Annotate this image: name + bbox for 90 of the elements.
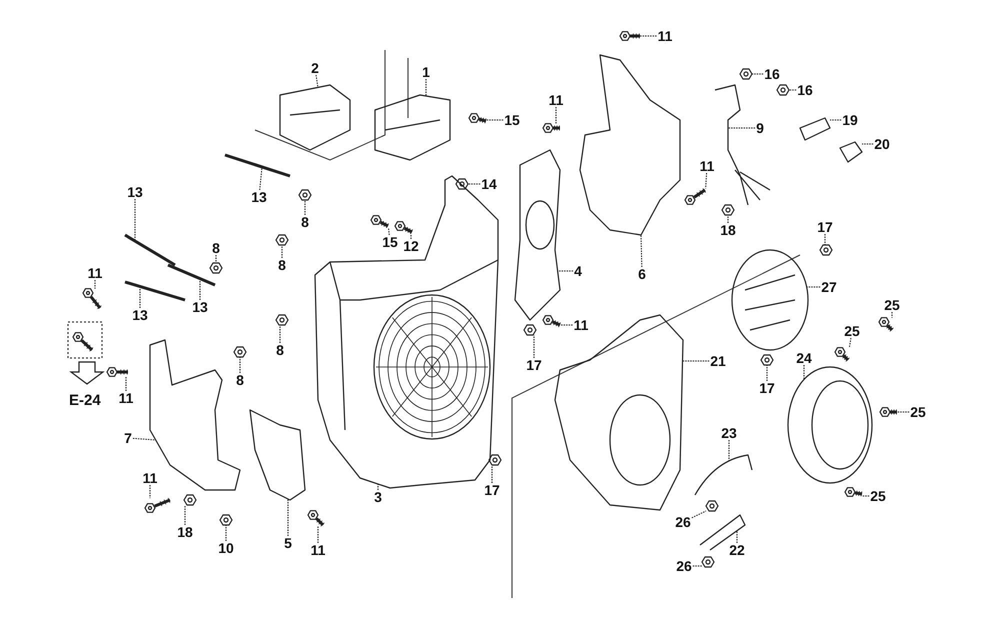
- callout-number: 8: [235, 373, 245, 387]
- bracket-drawing: [249, 409, 306, 501]
- bolt-drawing: [834, 347, 850, 362]
- callout-number: 7: [123, 431, 133, 445]
- callout-number: 8: [275, 343, 285, 357]
- callout-number: 15: [381, 235, 399, 249]
- callout-number: 18: [176, 525, 194, 539]
- leader-line: [410, 233, 412, 240]
- leader-line: [132, 438, 156, 440]
- nut-drawing: [739, 68, 753, 80]
- callout-number: 11: [86, 266, 104, 280]
- nut-drawing: [233, 346, 247, 358]
- nut-drawing: [209, 262, 223, 274]
- bolt-drawing: [468, 113, 486, 124]
- callout-number: 16: [763, 67, 781, 81]
- nut-drawing: [275, 314, 289, 326]
- callout-number: 13: [191, 300, 209, 314]
- callout-number: 9: [755, 121, 765, 135]
- leader-line: [388, 227, 390, 236]
- stud-bolt-drawing: [224, 154, 290, 178]
- bolt-drawing: [684, 188, 706, 205]
- engine-cover-drawing: [579, 54, 681, 236]
- callout-number: 13: [250, 190, 268, 204]
- callout-number: 15: [503, 113, 521, 127]
- bolt-drawing: [82, 288, 102, 310]
- leader-line: [304, 200, 306, 216]
- nut-drawing: [839, 141, 863, 163]
- callout-number: 14: [480, 177, 498, 191]
- callout-number: 11: [548, 93, 564, 107]
- callout-number: 5: [283, 536, 293, 550]
- leader-line: [848, 338, 852, 348]
- callout-number: 11: [656, 29, 674, 43]
- stud-bolt-drawing: [124, 234, 176, 266]
- callout-number: 25: [909, 405, 927, 419]
- cover-plate-drawing: [374, 94, 451, 161]
- callout-number: 3: [373, 490, 383, 504]
- callout-number: 18: [719, 223, 737, 237]
- recoil-ring-drawing: [787, 366, 873, 484]
- clip-drawing: [799, 117, 831, 141]
- bolt-drawing: [542, 123, 560, 133]
- callout-number: 8: [277, 258, 287, 272]
- nut-drawing: [275, 234, 289, 246]
- callout-number: 12: [402, 239, 420, 253]
- nut-drawing: [219, 514, 233, 526]
- leader-line: [134, 198, 136, 242]
- callout-number: 25: [869, 489, 887, 503]
- leader-line: [184, 504, 186, 526]
- nut-drawing: [819, 244, 833, 256]
- leader-line: [705, 172, 708, 189]
- bolt-drawing: [370, 215, 389, 228]
- callout-number: 13: [126, 185, 144, 199]
- nut-drawing: [776, 84, 790, 96]
- bolt-drawing: [106, 367, 128, 377]
- callout-number: 13: [131, 308, 149, 322]
- reference-label: E-24: [69, 392, 101, 409]
- callout-number: 20: [873, 137, 891, 151]
- bolt-drawing: [394, 221, 413, 234]
- callout-number: 25: [883, 298, 901, 312]
- nut-drawing: [183, 494, 197, 506]
- leader-line: [94, 280, 96, 290]
- callout-number: 11: [142, 471, 158, 485]
- nut-drawing: [721, 204, 735, 216]
- stud-bolt-drawing: [167, 264, 216, 286]
- callout-number: 16: [796, 83, 814, 97]
- callout-number: 11: [310, 543, 326, 557]
- callout-number: 11: [698, 159, 716, 173]
- callout-number: 27: [820, 280, 838, 294]
- leader-line: [806, 286, 821, 288]
- nut-drawing: [455, 178, 469, 190]
- callout-number: 25: [843, 324, 861, 338]
- stud-bolt-drawing: [124, 280, 186, 302]
- bolt-drawing: [878, 317, 894, 332]
- bolt-drawing: [619, 31, 640, 41]
- nut-drawing: [298, 189, 312, 201]
- callout-number: 19: [841, 113, 859, 127]
- callout-number: 11: [118, 391, 134, 405]
- callout-number: 8: [300, 215, 310, 229]
- leader-line: [824, 234, 826, 246]
- callout-number: 1: [421, 65, 431, 79]
- bolt-drawing: [307, 510, 325, 527]
- callout-number: 17: [483, 483, 501, 497]
- nut-drawing: [488, 454, 502, 466]
- callout-number: 17: [816, 220, 834, 234]
- callout-number: 10: [217, 541, 235, 555]
- leader-line: [259, 166, 262, 190]
- bolt-drawing: [844, 487, 862, 497]
- bolt-drawing: [144, 498, 171, 513]
- callout-number: 8: [211, 241, 221, 255]
- bolt-drawing: [879, 407, 897, 417]
- wire-harness-drawing: [714, 84, 771, 206]
